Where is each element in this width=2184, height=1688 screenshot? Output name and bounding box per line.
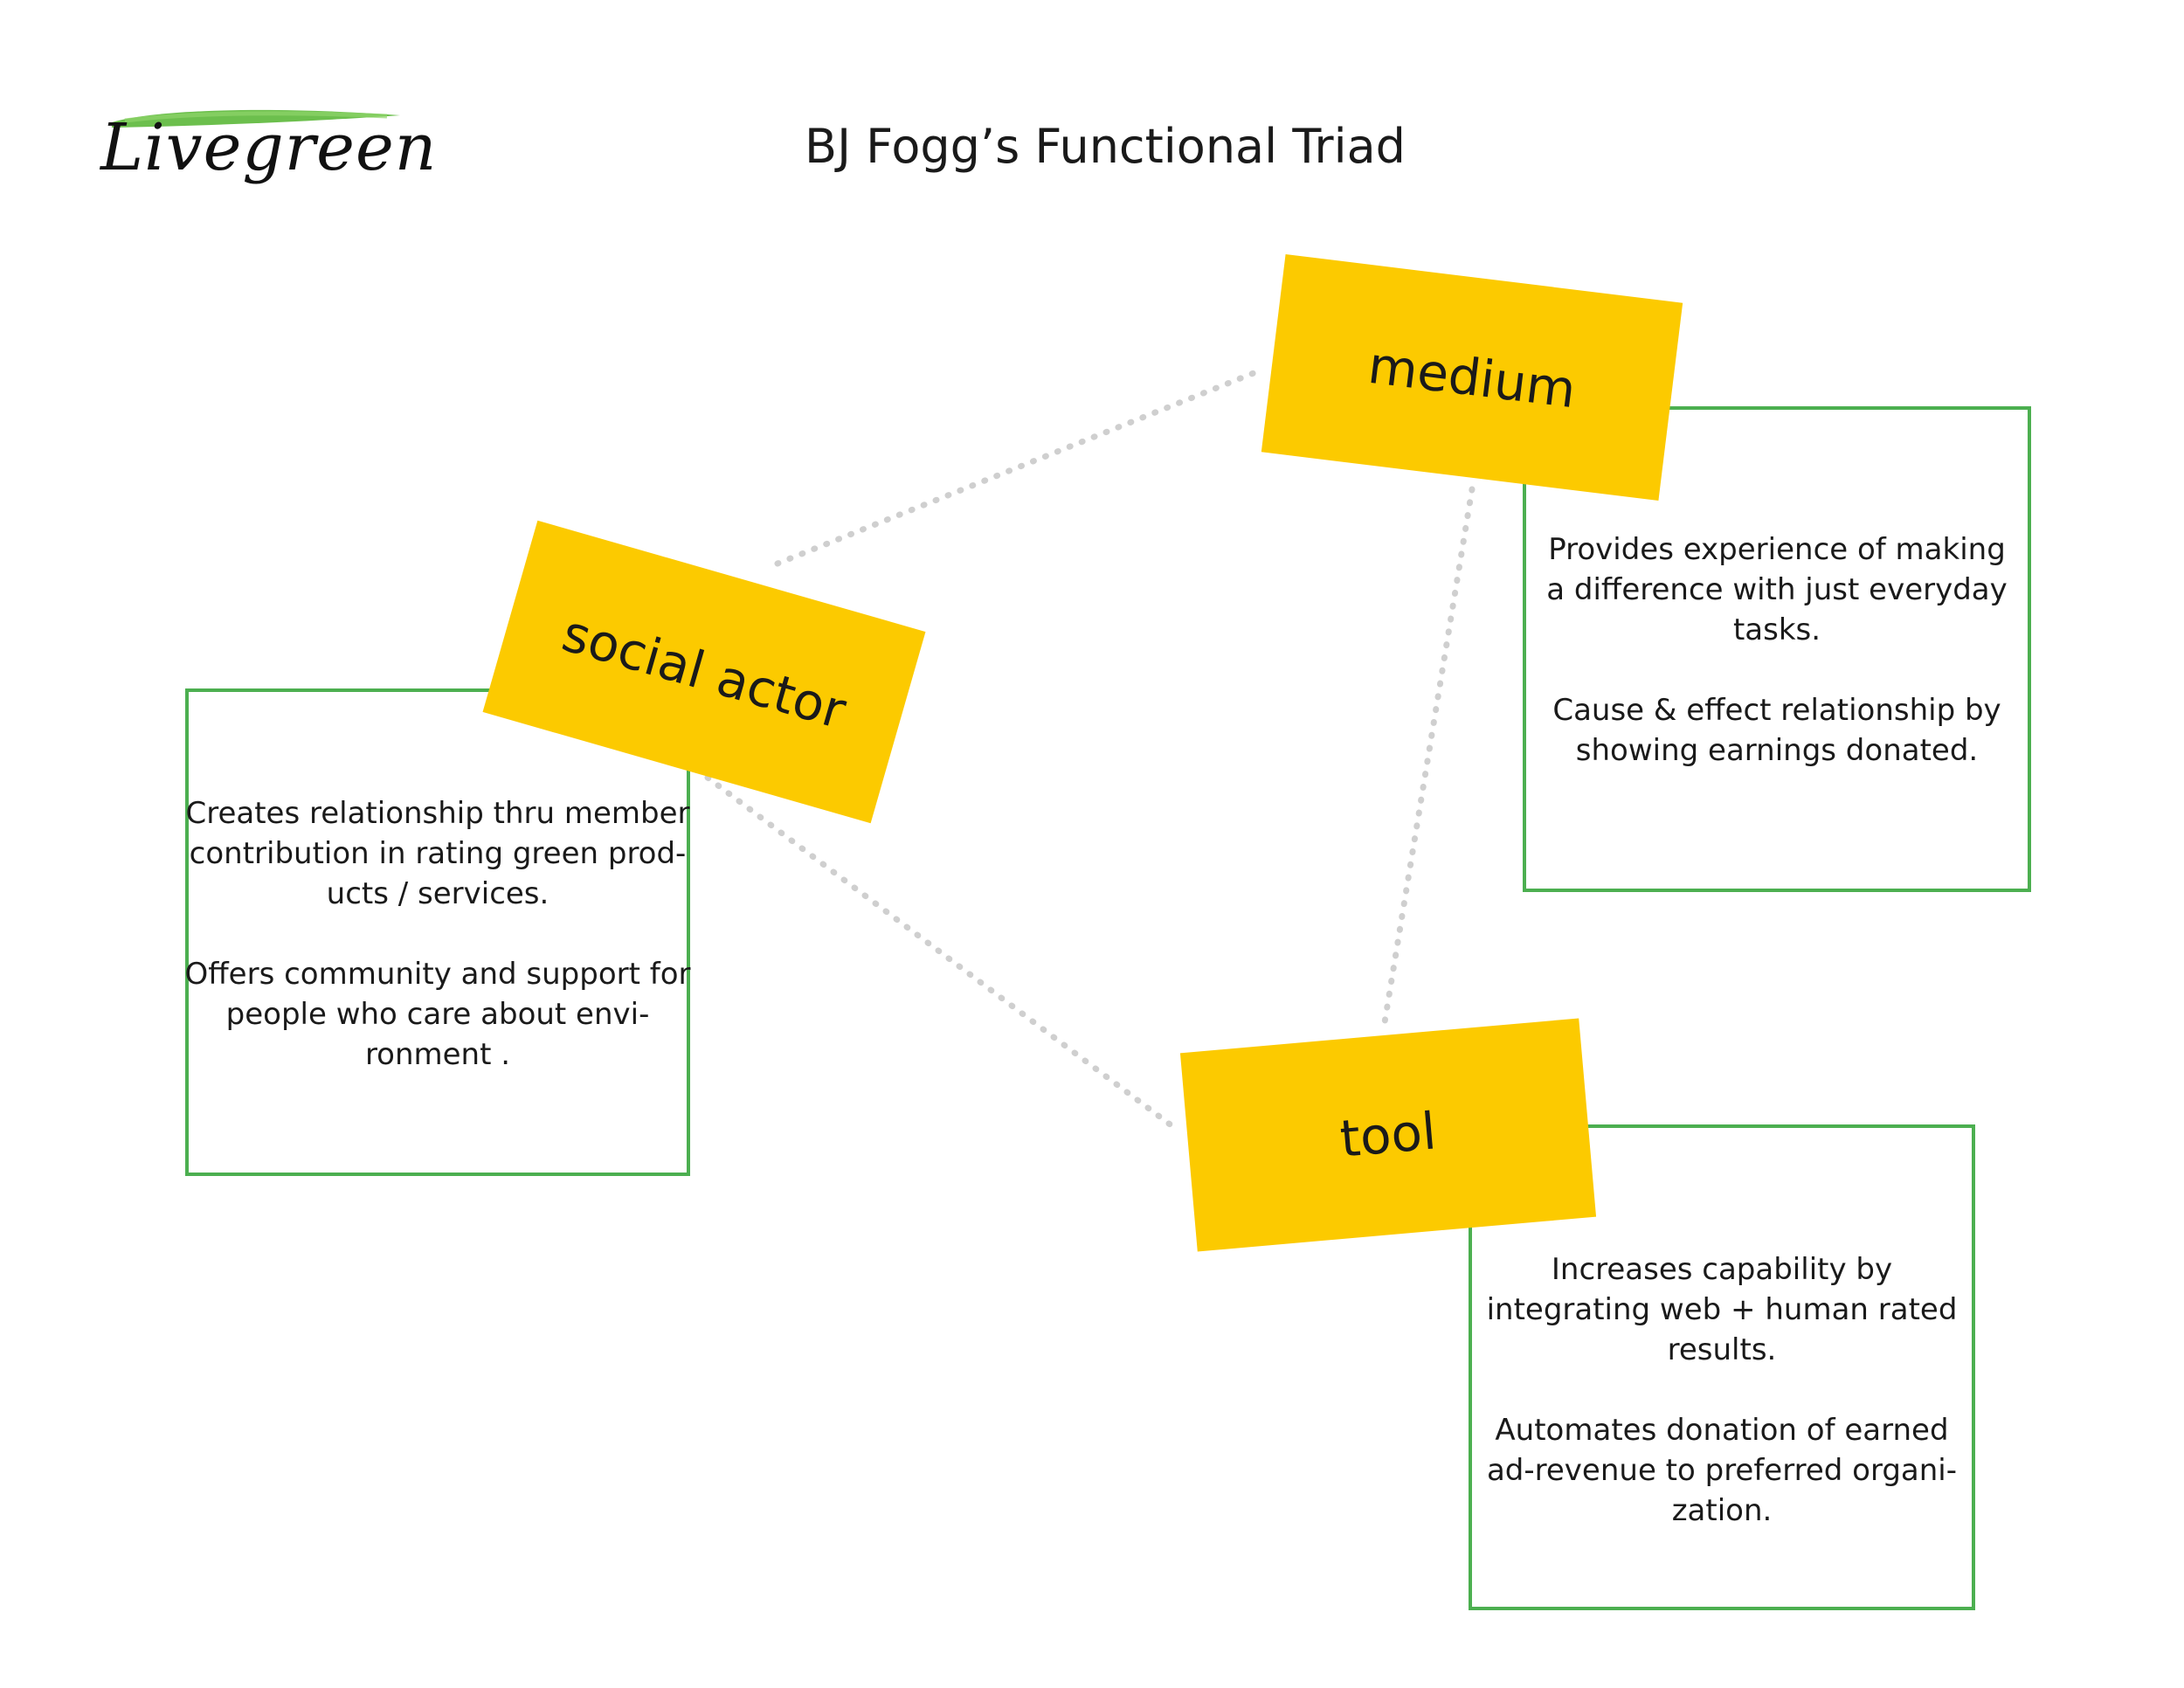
- medium-label-text: medium: [1365, 335, 1579, 420]
- medium-description-para-1: Provides experience of making a differen…: [1546, 532, 2008, 647]
- social-actor-description: Creates relationship thru member contrib…: [182, 793, 694, 1115]
- tool-description-para-1: Increases capability by integrating web …: [1486, 1252, 1958, 1367]
- social-actor-label-text: social actor: [556, 603, 853, 741]
- tool-description-para-2: Automates donation of earned ad-revenue …: [1486, 1413, 1958, 1528]
- page-title: BJ Fogg’s Functional Triad: [0, 119, 2184, 174]
- social-actor-description-para-1: Creates relationship thru member contrib…: [185, 796, 690, 911]
- medium-description-box: [1523, 406, 2031, 892]
- logo-text: Livegreen: [100, 110, 438, 185]
- page-title-text: BJ Fogg’s Functional Triad: [805, 119, 1406, 174]
- tool-description: Increases capability by integrating web …: [1468, 1249, 1976, 1571]
- social-actor-description-box: [185, 688, 690, 1176]
- connector-social-actor-medium: [774, 368, 1261, 567]
- connector-social-actor-tool: [704, 774, 1183, 1135]
- social-actor-description-para-2: Offers community and support for people …: [184, 957, 691, 1072]
- livegreen-logo: Livegreen: [100, 103, 436, 199]
- green-brush-stroke-icon: [112, 109, 400, 128]
- connector-medium-tool: [1381, 486, 1476, 1026]
- medium-description-para-2: Cause & effect relationship by showing e…: [1552, 693, 2001, 768]
- medium-description: Provides experience of making a differen…: [1538, 529, 2016, 811]
- tool-label-text: tool: [1337, 1101, 1439, 1169]
- tool-label: tool: [1179, 1018, 1597, 1252]
